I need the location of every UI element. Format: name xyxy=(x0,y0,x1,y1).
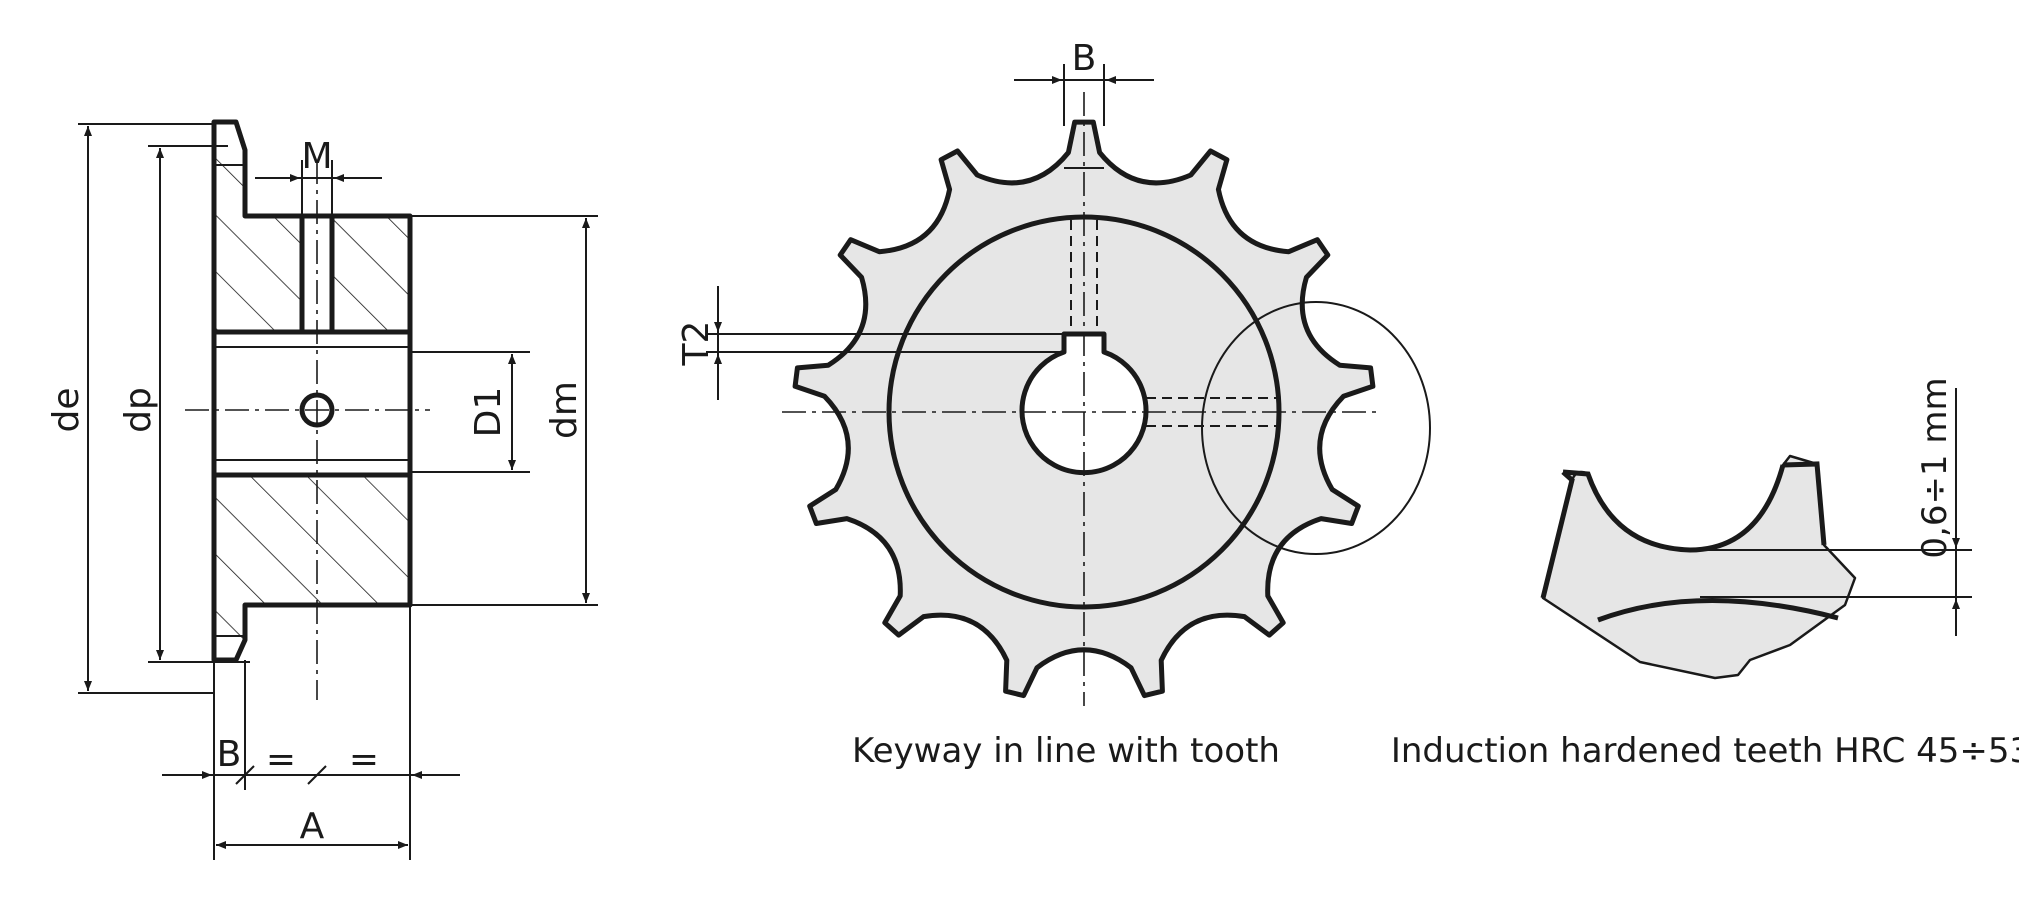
label-t2: T2 xyxy=(676,321,717,367)
caption-keyway: Keyway in line with tooth xyxy=(852,731,1280,771)
detail-circle xyxy=(1201,301,1431,555)
label-de: de xyxy=(46,388,87,433)
lower-section-hatched xyxy=(211,472,413,663)
caption-hardened: Induction hardened teeth HRC 45÷53 xyxy=(1391,731,2019,771)
label-eq-2: = xyxy=(349,739,379,780)
detail-tooth-profile xyxy=(1562,464,1786,553)
hardened-layer-boundary xyxy=(1597,598,1839,623)
label-b-front: B xyxy=(1072,38,1097,79)
detail-outline xyxy=(1541,454,1857,680)
tick-2 xyxy=(307,765,327,785)
tick-1 xyxy=(235,765,255,785)
label-eq-1: = xyxy=(266,739,296,780)
detail-view: 0,6÷1 mm Induction hardened teeth HRC 45… xyxy=(1391,377,2019,771)
label-d1: D1 xyxy=(468,387,509,438)
label-b-side: B xyxy=(217,734,242,775)
side-section-view: de dp dm D1 M B = = A xyxy=(46,119,598,860)
detail-left-face xyxy=(1540,470,1575,599)
detail-right-face xyxy=(1782,461,1827,546)
label-m: M xyxy=(301,136,332,177)
label-dm: dm xyxy=(544,381,585,439)
label-dp: dp xyxy=(118,387,159,433)
label-a: A xyxy=(300,806,325,847)
label-hardening-depth: 0,6÷1 mm xyxy=(1915,377,1955,558)
front-view: B T2 Keyway in line with tooth xyxy=(676,38,1431,771)
